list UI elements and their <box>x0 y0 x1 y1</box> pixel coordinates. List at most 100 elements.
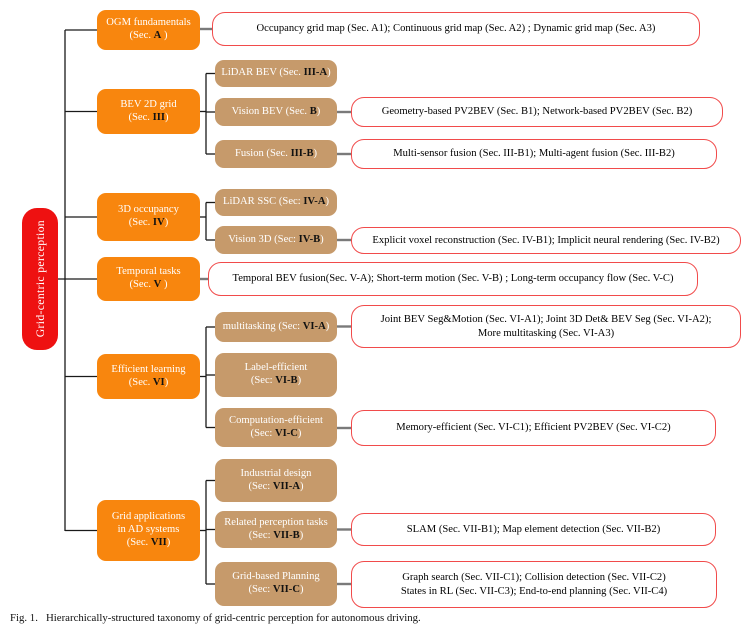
leaf-line: Temporal BEV fusion(Sec. V-A); Short-ter… <box>232 273 674 285</box>
sec-prefix: (Sec: <box>248 529 274 541</box>
leaf-vision-bev: Geometry-based PV2BEV (Sec. B1); Network… <box>351 97 723 127</box>
root-node-grid-centric-perception: Grid-centric perception <box>22 208 58 350</box>
sec-token: VII-A <box>272 480 300 492</box>
node-title: OGM fundamentals <box>106 17 191 29</box>
leaf-fusion: Multi-sensor fusion (Sec. III-B1); Multi… <box>351 139 717 169</box>
sec-token: VI-A <box>302 320 326 332</box>
leaf-line: Multi-sensor fusion (Sec. III-B1); Multi… <box>393 148 675 160</box>
node-fusion: Fusion (Sec. III-B) <box>215 140 337 168</box>
sec-prefix: (Sec. <box>129 279 154 290</box>
sec-prefix: (Sec: <box>250 427 275 439</box>
sec-token: VI-B <box>275 375 298 386</box>
sec-prefix: (Sec. <box>129 30 154 41</box>
sec-token: V <box>153 279 162 290</box>
leaf-line: States in RL (Sec. VII-C3); End-to-end p… <box>400 585 668 597</box>
node-sec-line: (Sec. VI) <box>129 377 168 390</box>
sec-suffix: ) <box>297 375 302 386</box>
sec-suffix: ) <box>297 427 302 439</box>
node-sec-line: (Sec. III) <box>128 112 168 125</box>
leaf-temporal-tasks: Temporal BEV fusion(Sec. V-A); Short-ter… <box>208 262 698 296</box>
sec-token: IV <box>152 217 165 228</box>
node-sec-line: (Sec: VI-C) <box>251 428 302 441</box>
node-label: Vision BEV (Sec. B) <box>232 106 321 119</box>
leaf-line: Joint BEV Seg&Motion (Sec. VI-A1); Joint… <box>380 313 712 325</box>
node-title: Grid applications <box>111 511 186 523</box>
sec-token: VII-B <box>273 529 300 541</box>
node-sec-line: (Sec. A ) <box>130 30 168 43</box>
sec-token: A <box>153 30 162 41</box>
label-suffix: ) <box>316 105 321 117</box>
sec-token: VI <box>152 376 165 388</box>
figure-caption: Fig. 1. Hierarchically-structured taxono… <box>10 612 421 624</box>
label-prefix: Vision 3D (Sec: <box>228 233 299 245</box>
node-label: multitasking (Sec: VI-A) <box>223 321 330 334</box>
node-title: Computation-efficient <box>229 414 323 426</box>
leaf-line: Explicit voxel reconstruction (Sec. IV-B… <box>372 234 720 246</box>
node-sec-line: (Sec. IV) <box>129 217 168 230</box>
node-sec-line: (Sec: VII-C) <box>248 584 303 597</box>
sec-token: III <box>152 111 165 123</box>
sec-token: VII-C <box>272 584 300 595</box>
sec-suffix: ) <box>299 529 304 541</box>
node-label: Vision 3D (Sec: IV-B) <box>228 234 323 247</box>
node-related-perception-tasks: Related perception tasks (Sec: VII-B) <box>215 511 337 548</box>
node-title: 3D occupancy <box>118 204 179 216</box>
sec-token: IV-A <box>303 196 326 208</box>
node-title: Efficient learning <box>111 363 186 375</box>
label-suffix: ) <box>325 196 330 208</box>
label-prefix: multitasking (Sec: <box>222 320 303 332</box>
node-computation-efficient: Computation-efficient (Sec: VI-C) <box>215 408 337 447</box>
label-suffix: ) <box>313 147 318 159</box>
leaf-ogm-fundamentals: Occupancy grid map (Sec. A1); Continuous… <box>212 12 700 46</box>
label-prefix: Vision BEV (Sec. <box>231 105 310 117</box>
sec-prefix: (Sec. <box>128 376 153 388</box>
sec-suffix: ) <box>164 217 169 228</box>
node-label: Fusion (Sec. III-B) <box>235 148 317 161</box>
sec-suffix: ) <box>164 111 169 123</box>
sec-prefix: (Sec. <box>126 536 151 548</box>
node-title-line2: in AD systems <box>117 524 180 536</box>
sec-token: III-A <box>303 67 328 79</box>
node-sec-line: (Sec. VII) <box>127 537 171 550</box>
node-vision-bev: Vision BEV (Sec. B) <box>215 98 337 126</box>
node-title: Related perception tasks <box>224 516 328 528</box>
node-temporal-tasks: Temporal tasks (Sec. V ) <box>97 257 200 301</box>
sec-prefix: (Sec. <box>128 111 153 123</box>
sec-suffix: ) <box>161 30 168 41</box>
node-sec-line: (Sec. V ) <box>130 279 168 292</box>
node-label-efficient: Label-efficient (Sec: VI-B) <box>215 353 337 397</box>
sec-suffix: ) <box>166 536 171 548</box>
node-3d-occupancy: 3D occupancy (Sec. IV) <box>97 193 200 241</box>
sec-prefix: (Sec. <box>128 217 153 228</box>
leaf-grid-based-planning: Graph search (Sec. VII-C1); Collision de… <box>351 561 717 608</box>
node-title: Grid-based Planning <box>232 571 320 583</box>
sec-token: VI-C <box>274 427 298 439</box>
label-suffix: ) <box>327 67 331 79</box>
node-grid-applications: Grid applications in AD systems (Sec. VI… <box>97 500 200 561</box>
sec-suffix: ) <box>161 279 168 290</box>
root-label: Grid-centric perception <box>32 220 47 338</box>
sec-prefix: (Sec: <box>248 480 273 492</box>
node-industrial-design: Industrial design (Sec: VII-A) <box>215 459 337 502</box>
node-efficient-learning: Efficient learning (Sec. VI) <box>97 354 200 399</box>
leaf-related-perception-tasks: SLAM (Sec. VII-B1); Map element detectio… <box>351 513 716 546</box>
sec-prefix: (Sec: <box>248 584 273 595</box>
leaf-computation-efficient: Memory-efficient (Sec. VI-C1); Efficient… <box>351 410 716 446</box>
leaf-line: SLAM (Sec. VII-B1); Map element detectio… <box>406 523 661 535</box>
leaf-vision-3d: Explicit voxel reconstruction (Sec. IV-B… <box>351 227 741 254</box>
sec-prefix: (Sec: <box>250 375 276 386</box>
node-sec-line: (Sec: VI-B) <box>251 375 301 388</box>
sec-token: III-B <box>290 147 314 159</box>
node-title: BEV 2D grid <box>120 98 177 110</box>
label-prefix: LiDAR BEV (Sec. <box>221 67 304 79</box>
node-label: LiDAR SSC (Sec: IV-A) <box>223 196 329 209</box>
sec-suffix: ) <box>164 376 169 388</box>
label-suffix: ) <box>320 233 324 245</box>
node-sec-line: (Sec: VII-A) <box>248 481 303 494</box>
sec-token: B <box>309 105 317 117</box>
node-title: Industrial design <box>240 467 312 479</box>
sec-suffix: ) <box>299 480 304 492</box>
node-lidar-bev: LiDAR BEV (Sec. III-A) <box>215 60 337 87</box>
